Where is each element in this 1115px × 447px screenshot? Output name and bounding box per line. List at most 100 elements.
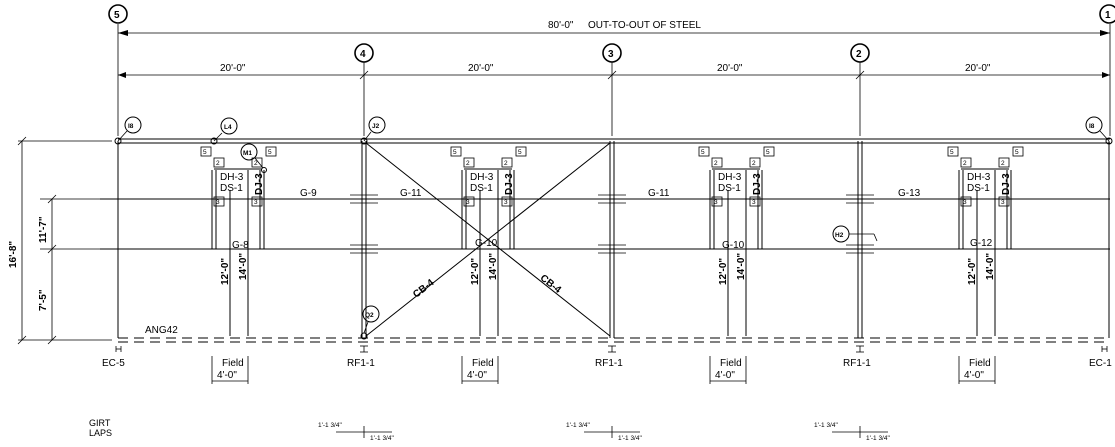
- overall-dimension-value: 80'-0": [548, 20, 574, 31]
- callout-q2: Q2: [365, 312, 374, 319]
- tag-2: 2: [963, 160, 967, 167]
- grid-bubble-3: 3: [608, 49, 614, 60]
- bay-dimension-1: 20'-0": [220, 63, 246, 74]
- opening-dim-12: 12'-0": [718, 258, 729, 285]
- girt-lap-2b: 1'-1 3/4": [618, 435, 642, 442]
- tag-2: 2: [752, 160, 756, 167]
- opening-dim-12: 12'-0": [220, 258, 231, 285]
- tag-2: 2: [714, 160, 718, 167]
- tag-3: 3: [752, 199, 756, 206]
- opening-dim-14: 14'-0": [238, 253, 249, 280]
- opening-dj-label: DJ-3: [752, 173, 763, 195]
- grid-bubbles: 5 4 3 2 1: [108, 4, 1115, 136]
- column-mark-ec5: EC-5: [102, 358, 125, 369]
- tag-2: 2: [504, 160, 508, 167]
- callout-m1: M1: [243, 150, 252, 157]
- girts: G-9 G-11 G-11 G-13 G-8 G-10 G-10 G-12: [100, 188, 1110, 254]
- bay-dimension-4: 20'-0": [965, 63, 991, 74]
- tag-2: 2: [466, 160, 470, 167]
- bay-dimension-2: 20'-0": [468, 63, 494, 74]
- opening-dim-12: 12'-0": [967, 258, 978, 285]
- girt-label-g13: G-13: [898, 188, 921, 199]
- callout-i8-right: I8: [1089, 123, 1095, 130]
- grid-bubble-2: 2: [856, 49, 862, 60]
- field-dim-3: 4'-0": [715, 370, 735, 381]
- girt-lap-3a: 1'-1 3/4": [814, 422, 838, 429]
- girt-lap-1a: 1'-1 3/4": [318, 422, 342, 429]
- field-dim-2: 4'-0": [467, 370, 487, 381]
- girt-label-g11-a: G-11: [400, 188, 422, 199]
- tag-5: 5: [203, 149, 207, 156]
- field-dim-1: 4'-0": [217, 370, 237, 381]
- grid-bubble-1: 1: [1105, 10, 1111, 21]
- height-total: 16'-8": [8, 241, 19, 268]
- field-label-2: Field: [472, 358, 494, 369]
- girt-laps-label-2: LAPS: [89, 428, 112, 438]
- opening-bay-1: 5 5 2 2 3 3 DH-3 DS-1 DJ-3 12'-0" 14'-0": [200, 146, 277, 336]
- tag-3: 3: [504, 199, 508, 206]
- opening-dim-12: 12'-0": [470, 258, 481, 285]
- field-label-4: Field: [969, 358, 991, 369]
- height-dimensions: 16'-8" 11'-7" 7'-5": [8, 136, 112, 345]
- opening-dh-label: DH-3: [967, 172, 991, 183]
- opening-ds-label: DS-1: [718, 183, 741, 194]
- angle-label: ANG42: [145, 325, 178, 336]
- callout-i8-left: I8: [128, 123, 134, 130]
- tag-3: 3: [466, 199, 470, 206]
- opening-bay-4: 5 5 2 2 3 3 DH-3 DS-1 DJ-3 12'-0" 14'-0": [947, 146, 1024, 336]
- callout-l4: L4: [224, 124, 232, 131]
- bay-dimensions: 20'-0" 20'-0" 20'-0" 20'-0": [118, 63, 1110, 80]
- callout-h2: H2: [835, 232, 844, 239]
- opening-dj-label: DJ-3: [1001, 173, 1012, 195]
- field-label-1: Field: [222, 358, 244, 369]
- frame: [117, 138, 1110, 343]
- opening-dh-label: DH-3: [718, 172, 742, 183]
- girt-lap-3b: 1'-1 3/4": [866, 435, 890, 442]
- field-dimensions: Field 4'-0" Field 4'-0" Field 4'-0" Fiel…: [211, 356, 996, 384]
- opening-ds-label: DS-1: [220, 183, 243, 194]
- girt-lap-1b: 1'-1 3/4": [370, 435, 394, 442]
- overall-dimension-note: OUT-TO-OUT OF STEEL: [588, 20, 701, 31]
- tag-2: 2: [216, 160, 220, 167]
- tag-5: 5: [453, 149, 457, 156]
- tag-5: 5: [701, 149, 705, 156]
- girt-lap-2a: 1'-1 3/4": [566, 422, 590, 429]
- girt-laps-label-1: GIRT: [89, 418, 111, 428]
- girt-label-g9: G-9: [300, 188, 317, 199]
- opening-dim-14: 14'-0": [488, 253, 499, 280]
- grid-bubble-4: 4: [360, 49, 366, 60]
- opening-dj-label: DJ-3: [254, 173, 265, 195]
- opening-dim-14: 14'-0": [736, 253, 747, 280]
- overall-dimension: 80'-0" OUT-TO-OUT OF STEEL: [117, 20, 1111, 136]
- tag-2: 2: [1001, 160, 1005, 167]
- column-mark-ec1: EC-1: [1089, 358, 1112, 369]
- opening-dh-label: DH-3: [220, 172, 244, 183]
- field-label-3: Field: [720, 358, 742, 369]
- girt-label-g8: G-8: [232, 240, 249, 251]
- bracing-label-left: CB-4: [411, 277, 437, 300]
- grid-bubble-5: 5: [114, 10, 120, 21]
- height-lower: 7'-5": [38, 289, 49, 311]
- opening-bay-3: 5 5 2 2 3 3 DH-3 DS-1 DJ-3 12'-0" 14'-0": [698, 146, 775, 336]
- opening-dj-label: DJ-3: [504, 173, 515, 195]
- column-mark-rf1-b: RF1-1: [595, 358, 623, 369]
- tag-3: 3: [254, 199, 258, 206]
- girt-laps: GIRT LAPS 1'-1 3/4" 1'-1 3/4" 1'-1 3/4" …: [89, 418, 890, 442]
- tag-5: 5: [1015, 149, 1019, 156]
- column-marks: EC-5 RF1-1 RF1-1 RF1-1 EC-1: [102, 345, 1112, 369]
- column-mark-rf1-a: RF1-1: [347, 358, 375, 369]
- girt-label-g11-b: G-11: [648, 188, 670, 199]
- girt-label-g10-b: G-10: [722, 240, 745, 251]
- opening-bay-2: 5 5 2 2 3 3 DH-3 DS-1 DJ-3 12'-0" 14'-0": [450, 146, 527, 336]
- opening-ds-label: DS-1: [470, 183, 493, 194]
- callouts: I8 L4 M1 J2 I8 Q2 H2: [114, 116, 1113, 340]
- tag-5: 5: [950, 149, 954, 156]
- tag-5: 5: [766, 149, 770, 156]
- opening-dim-14: 14'-0": [985, 253, 996, 280]
- tag-3: 3: [714, 199, 718, 206]
- opening-ds-label: DS-1: [967, 183, 990, 194]
- tag-2: 2: [254, 160, 258, 167]
- tag-3: 3: [963, 199, 967, 206]
- girt-label-g12: G-12: [970, 238, 993, 249]
